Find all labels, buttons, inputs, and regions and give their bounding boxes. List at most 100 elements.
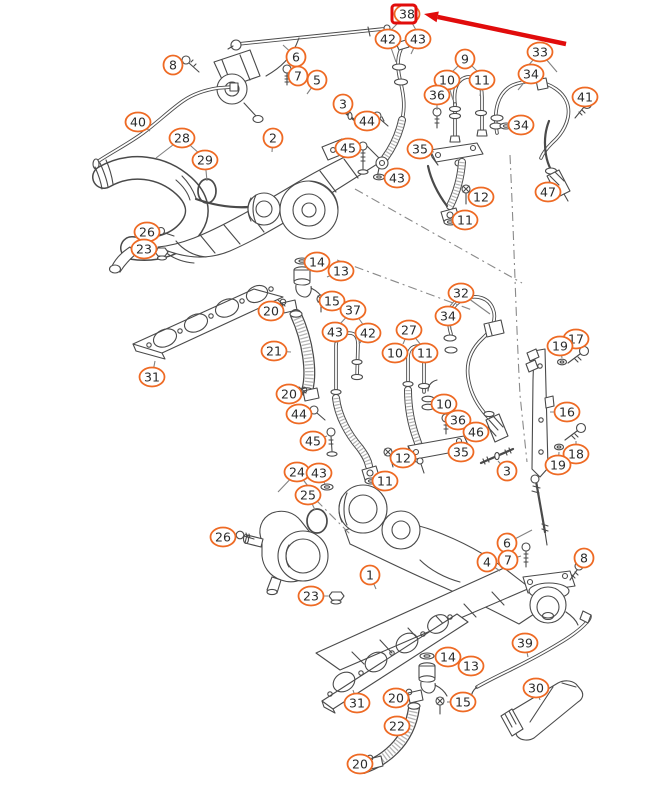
callout-23[interactable]: 23: [297, 585, 325, 607]
callout-40[interactable]: 40: [124, 111, 152, 133]
svg-text:2: 2: [269, 130, 277, 145]
callout-11[interactable]: 11: [371, 470, 399, 492]
callout-34[interactable]: 34: [517, 63, 545, 85]
callout-19[interactable]: 19: [544, 454, 572, 476]
callout-26[interactable]: 26: [133, 221, 161, 243]
callout-42[interactable]: 42: [374, 28, 402, 50]
svg-text:46: 46: [468, 424, 484, 439]
callout-12[interactable]: 12: [389, 447, 417, 469]
callout-14[interactable]: 14: [434, 646, 462, 668]
callout-7[interactable]: 7: [497, 549, 519, 571]
callout-13[interactable]: 13: [457, 655, 485, 677]
screw-26-nut-23-upper-drawing: [154, 226, 175, 261]
callout-15[interactable]: 15: [318, 290, 346, 312]
callout-35[interactable]: 35: [447, 441, 475, 463]
callout-26[interactable]: 26: [209, 526, 237, 548]
callout-19[interactable]: 19: [546, 335, 574, 357]
svg-text:19: 19: [550, 457, 566, 472]
callout-2[interactable]: 2: [262, 127, 284, 149]
highlight-arrow-head: [424, 11, 439, 23]
callout-14[interactable]: 14: [303, 251, 331, 273]
callout-44[interactable]: 44: [353, 110, 381, 132]
callout-45[interactable]: 45: [299, 430, 327, 452]
callout-24[interactable]: 24: [283, 461, 311, 483]
callout-20[interactable]: 20: [257, 300, 285, 322]
callout-36[interactable]: 36: [423, 84, 451, 106]
callout-3[interactable]: 3: [496, 460, 518, 482]
svg-text:7: 7: [504, 552, 512, 567]
callout-34[interactable]: 34: [434, 305, 462, 327]
callout-25[interactable]: 25: [294, 484, 322, 506]
callout-44[interactable]: 44: [285, 403, 313, 425]
svg-text:36: 36: [429, 87, 445, 102]
callout-20[interactable]: 20: [382, 687, 410, 709]
svg-text:19: 19: [552, 338, 568, 353]
callout-10[interactable]: 10: [381, 342, 409, 364]
svg-text:26: 26: [139, 224, 155, 239]
svg-text:36: 36: [450, 412, 466, 427]
callout-36[interactable]: 36: [444, 409, 472, 431]
callout-11[interactable]: 11: [468, 69, 496, 91]
callout-8[interactable]: 8: [573, 547, 595, 569]
callout-15[interactable]: 15: [449, 691, 477, 713]
callout-37[interactable]: 37: [339, 299, 367, 321]
callout-18[interactable]: 18: [562, 443, 590, 465]
callout-20[interactable]: 20: [275, 383, 303, 405]
callout-29[interactable]: 29: [191, 149, 219, 171]
callout-11[interactable]: 11: [451, 209, 479, 231]
callout-20[interactable]: 20: [346, 753, 374, 775]
callout-3[interactable]: 3: [332, 93, 354, 115]
callout-33[interactable]: 33: [526, 41, 554, 63]
callout-38[interactable]: 38: [393, 3, 421, 25]
callout-8[interactable]: 8: [162, 54, 184, 76]
callout-6[interactable]: 6: [285, 46, 307, 68]
callout-43[interactable]: 43: [321, 321, 349, 343]
callout-5[interactable]: 5: [306, 69, 328, 91]
callout-45[interactable]: 45: [334, 137, 362, 159]
breather-valve-lower-drawing: [405, 652, 448, 715]
hose-21-drawing: [289, 309, 316, 397]
callout-43[interactable]: 43: [305, 462, 333, 484]
svg-text:23: 23: [303, 588, 319, 603]
nut-23-lower-drawing: [328, 591, 345, 601]
callout-27[interactable]: 27: [395, 319, 423, 341]
svg-text:6: 6: [503, 535, 511, 550]
callout-7[interactable]: 7: [287, 65, 309, 87]
callout-43[interactable]: 43: [404, 28, 432, 50]
banjo-bolt-12-11-upper-drawing: [426, 158, 471, 226]
callout-42[interactable]: 42: [354, 322, 382, 344]
svg-text:34: 34: [513, 117, 529, 132]
bolt-18-drawing: [575, 422, 587, 434]
svg-text:40: 40: [130, 114, 146, 129]
svg-text:31: 31: [349, 695, 365, 710]
callout-23[interactable]: 23: [130, 238, 158, 260]
callout-28[interactable]: 28: [168, 127, 196, 149]
callout-41[interactable]: 41: [571, 86, 599, 108]
callout-10[interactable]: 10: [430, 393, 458, 415]
washer-19-lower-drawing: [553, 443, 565, 451]
callout-31[interactable]: 31: [343, 692, 371, 714]
callout-35[interactable]: 35: [406, 138, 434, 160]
callout-34[interactable]: 34: [507, 114, 535, 136]
callout-32[interactable]: 32: [447, 282, 475, 304]
callout-13[interactable]: 13: [327, 260, 355, 282]
callout-4[interactable]: 4: [476, 551, 498, 573]
callout-1[interactable]: 1: [359, 564, 381, 586]
callout-11[interactable]: 11: [411, 342, 439, 364]
callout-16[interactable]: 16: [553, 401, 581, 423]
callout-10[interactable]: 10: [433, 69, 461, 91]
callout-43[interactable]: 43: [383, 167, 411, 189]
callout-31[interactable]: 31: [138, 366, 166, 388]
svg-text:1: 1: [366, 567, 374, 582]
callout-9[interactable]: 9: [454, 48, 476, 70]
callout-21[interactable]: 21: [260, 340, 288, 362]
callout-12[interactable]: 12: [467, 186, 495, 208]
callout-46[interactable]: 46: [462, 421, 490, 443]
callout-47[interactable]: 47: [534, 181, 562, 203]
callout-30[interactable]: 30: [522, 677, 550, 699]
svg-text:10: 10: [436, 396, 452, 411]
svg-text:38: 38: [399, 6, 415, 21]
callout-22[interactable]: 22: [383, 715, 411, 737]
callout-39[interactable]: 39: [511, 632, 539, 654]
